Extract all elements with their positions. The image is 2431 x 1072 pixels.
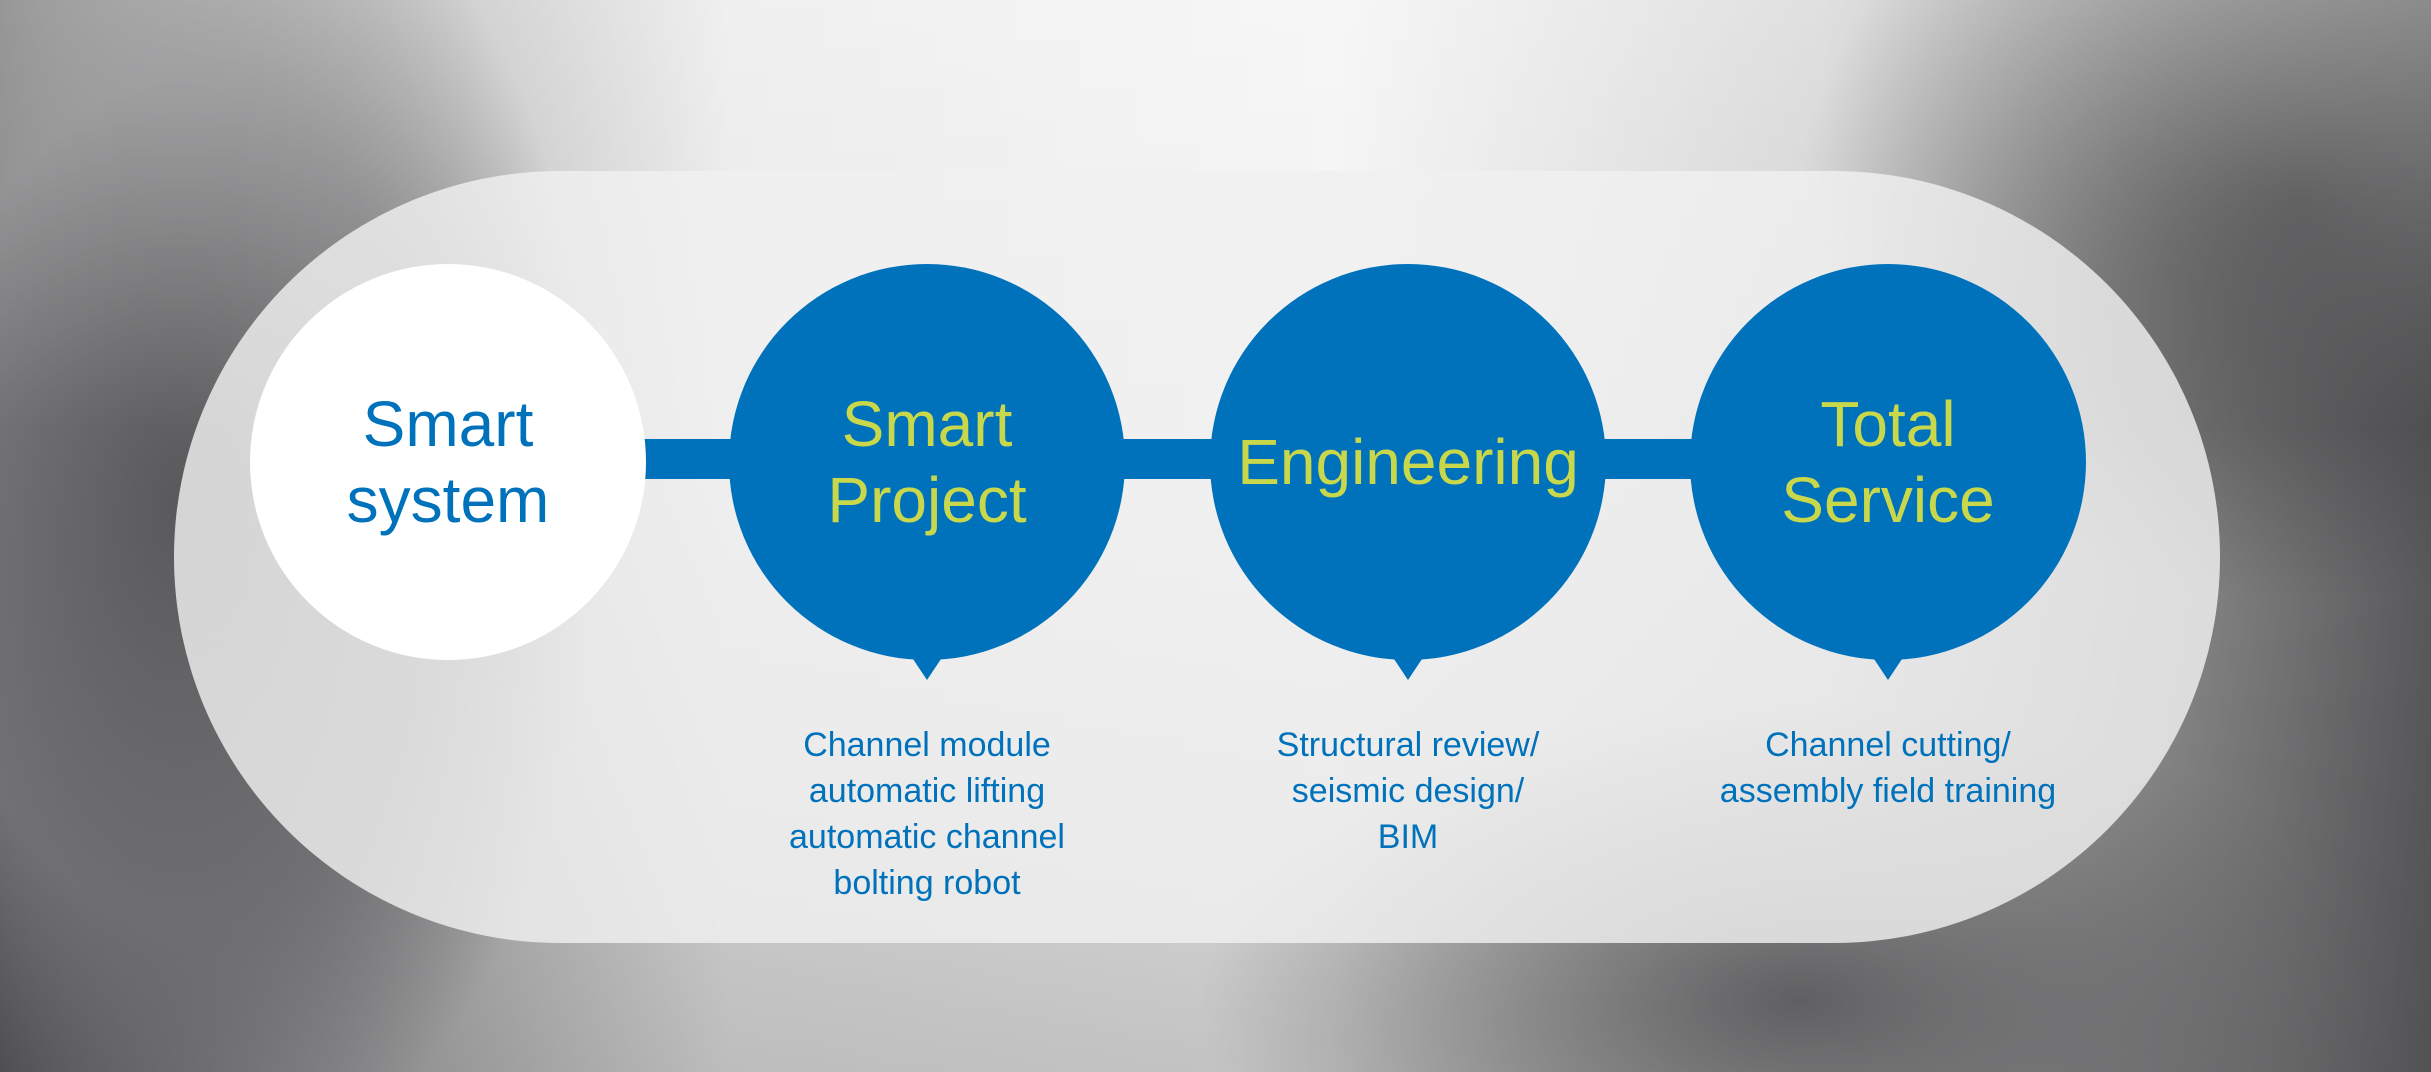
desc-line: assembly field training	[1719, 772, 2057, 810]
step-circle-smart-project: Smart Project	[729, 264, 1125, 660]
step-title-line2: Service	[1781, 464, 1995, 536]
step-description-smart-project: Channel module automatic lifting automat…	[717, 722, 1137, 906]
desc-line: Channel cutting/	[1765, 726, 2011, 764]
step-title-line2: Project	[827, 464, 1027, 536]
step-title-line1: Smart	[841, 388, 1013, 460]
step-circle-engineering: Engineering	[1210, 264, 1606, 660]
desc-line: seismic design/	[1291, 772, 1525, 810]
step-description-total-service: Channel cutting/ assembly field training	[1678, 722, 2098, 814]
step-circle-total-service: Total Service	[1690, 264, 2086, 660]
hub-title-line1: Smart	[362, 388, 534, 460]
desc-line: bolting robot	[833, 864, 1021, 902]
step-description-engineering: Structural review/ seismic design/ BIM	[1198, 722, 1618, 860]
desc-line: BIM	[1377, 818, 1439, 856]
hub-title-line2: system	[346, 464, 550, 536]
desc-line: Structural review/	[1276, 726, 1540, 764]
step-title-line1: Total	[1820, 388, 1956, 460]
hub-circle-smart-system: Smart system	[250, 264, 646, 660]
desc-line: Channel module	[803, 726, 1051, 764]
desc-line: automatic lifting	[808, 772, 1046, 810]
step-title-line1: Engineering	[1237, 426, 1579, 498]
desc-line: automatic channel	[789, 818, 1065, 856]
